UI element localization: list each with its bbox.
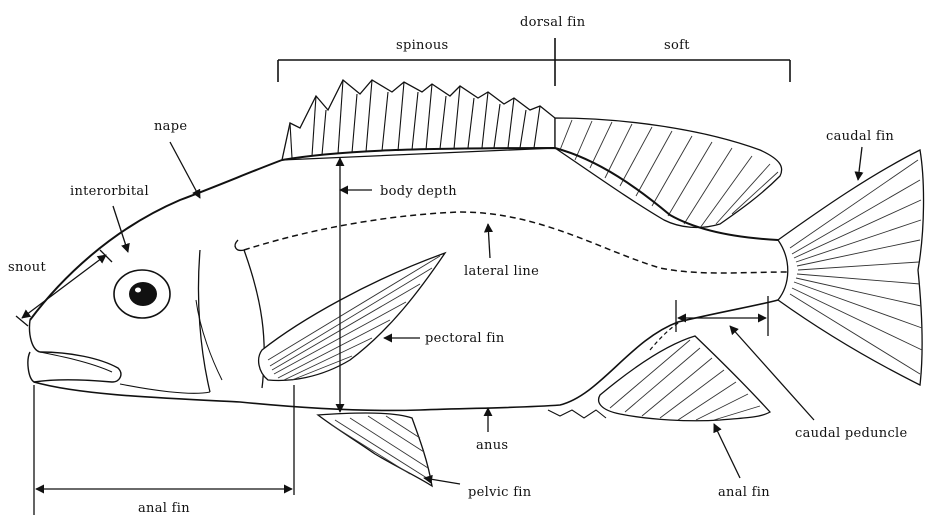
label-caudal-peduncle: caudal peduncle bbox=[795, 426, 907, 441]
label-caudal-fin: caudal fin bbox=[826, 129, 894, 144]
pelvic-fin-shape bbox=[318, 413, 432, 486]
label-pelvic-fin: pelvic fin bbox=[468, 485, 532, 500]
label-lateral-line: lateral line bbox=[464, 264, 539, 279]
label-anal-fin-bottom: anal fin bbox=[138, 501, 190, 516]
label-anal-fin-right: anal fin bbox=[718, 485, 770, 500]
label-soft: soft bbox=[664, 38, 690, 53]
dorsal-fin-bracket bbox=[278, 38, 790, 86]
label-pectoral-fin: pectoral fin bbox=[425, 331, 505, 346]
label-spinous: spinous bbox=[396, 38, 449, 53]
anal-fin-shape bbox=[548, 336, 770, 421]
fish-eye bbox=[114, 270, 170, 318]
label-snout: snout bbox=[8, 260, 46, 275]
label-dorsal-fin: dorsal fin bbox=[520, 15, 586, 30]
label-anus: anus bbox=[476, 438, 508, 453]
soft-dorsal-fin bbox=[555, 118, 782, 228]
label-nape: nape bbox=[154, 119, 187, 134]
label-interorbital: interorbital bbox=[70, 184, 149, 199]
pectoral-fin-shape bbox=[259, 253, 445, 380]
label-body-depth: body depth bbox=[380, 184, 457, 199]
caudal-fin bbox=[778, 150, 924, 385]
